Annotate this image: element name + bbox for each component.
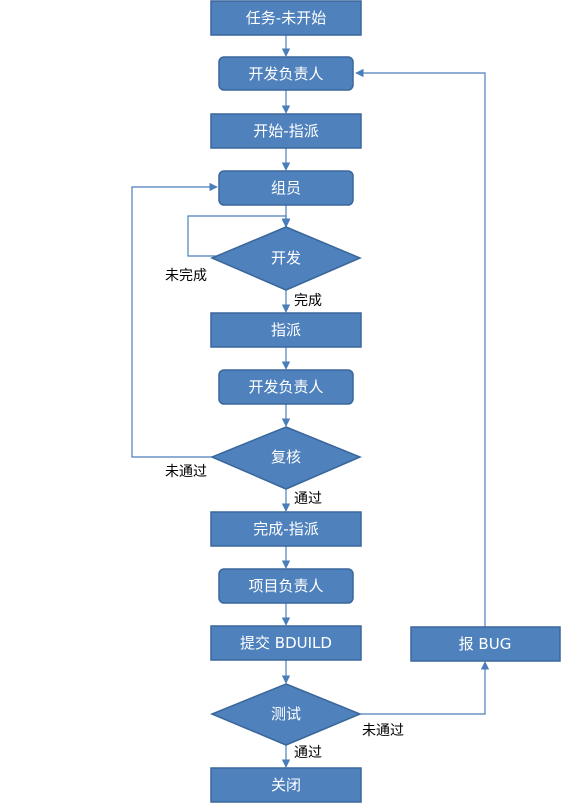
node-review[interactable] — [210, 426, 362, 490]
label-review-pass: 通过 — [294, 491, 322, 507]
node-submit-build-label: 提交 BDUILD — [240, 634, 332, 652]
label-review-fail: 未通过 — [165, 464, 207, 480]
edge-review-fail-loop — [131, 182, 218, 458]
label-test-pass: 通过 — [294, 745, 322, 761]
node-team-member[interactable] — [218, 170, 354, 206]
node-team-member-label: 组员 — [271, 179, 301, 197]
node-task-not-started[interactable] — [210, 0, 362, 36]
node-done-assign[interactable] — [210, 511, 362, 547]
edges — [131, 35, 490, 768]
edge-test-fail-to-bug — [358, 661, 490, 715]
node-dev-owner-2-label: 开发负责人 — [248, 378, 323, 396]
node-assign[interactable] — [210, 312, 362, 348]
label-develop-complete: 完成 — [294, 293, 322, 309]
node-submit-build[interactable] — [210, 625, 362, 661]
nodes: 任务-未开始 开发负责人 开始-指派 组员 开发 指派 开发负责人 复核 完成-… — [210, 0, 561, 803]
node-test-label: 测试 — [271, 705, 301, 723]
label-develop-incomplete: 未完成 — [165, 268, 207, 284]
node-dev-owner-2[interactable] — [218, 369, 354, 405]
label-test-fail: 未通过 — [362, 723, 404, 739]
node-assign-label: 指派 — [271, 321, 301, 339]
node-close-label: 关闭 — [271, 776, 301, 794]
node-close[interactable] — [210, 767, 362, 803]
node-dev-owner-1-label: 开发负责人 — [248, 65, 323, 83]
node-dev-owner-1[interactable] — [218, 56, 354, 91]
node-project-owner-label: 项目负责人 — [248, 577, 323, 595]
node-develop[interactable] — [210, 226, 362, 291]
node-start-assign-label: 开始-指派 — [253, 122, 318, 140]
node-review-label: 复核 — [271, 448, 301, 466]
edge-bug-to-devowner — [355, 68, 486, 627]
node-report-bug-label: 报 BUG — [459, 635, 512, 653]
node-done-assign-label: 完成-指派 — [253, 520, 318, 538]
edge-labels: 未完成 完成 未通过 通过 未通过 通过 — [165, 268, 404, 761]
node-task-not-started-label: 任务-未开始 — [246, 9, 326, 27]
node-project-owner[interactable] — [218, 568, 354, 604]
node-report-bug[interactable] — [410, 626, 561, 662]
node-start-assign[interactable] — [210, 113, 362, 149]
edge-develop-incomplete-loop — [187, 215, 291, 257]
node-test[interactable] — [210, 683, 362, 746]
node-develop-label: 开发 — [271, 249, 301, 267]
